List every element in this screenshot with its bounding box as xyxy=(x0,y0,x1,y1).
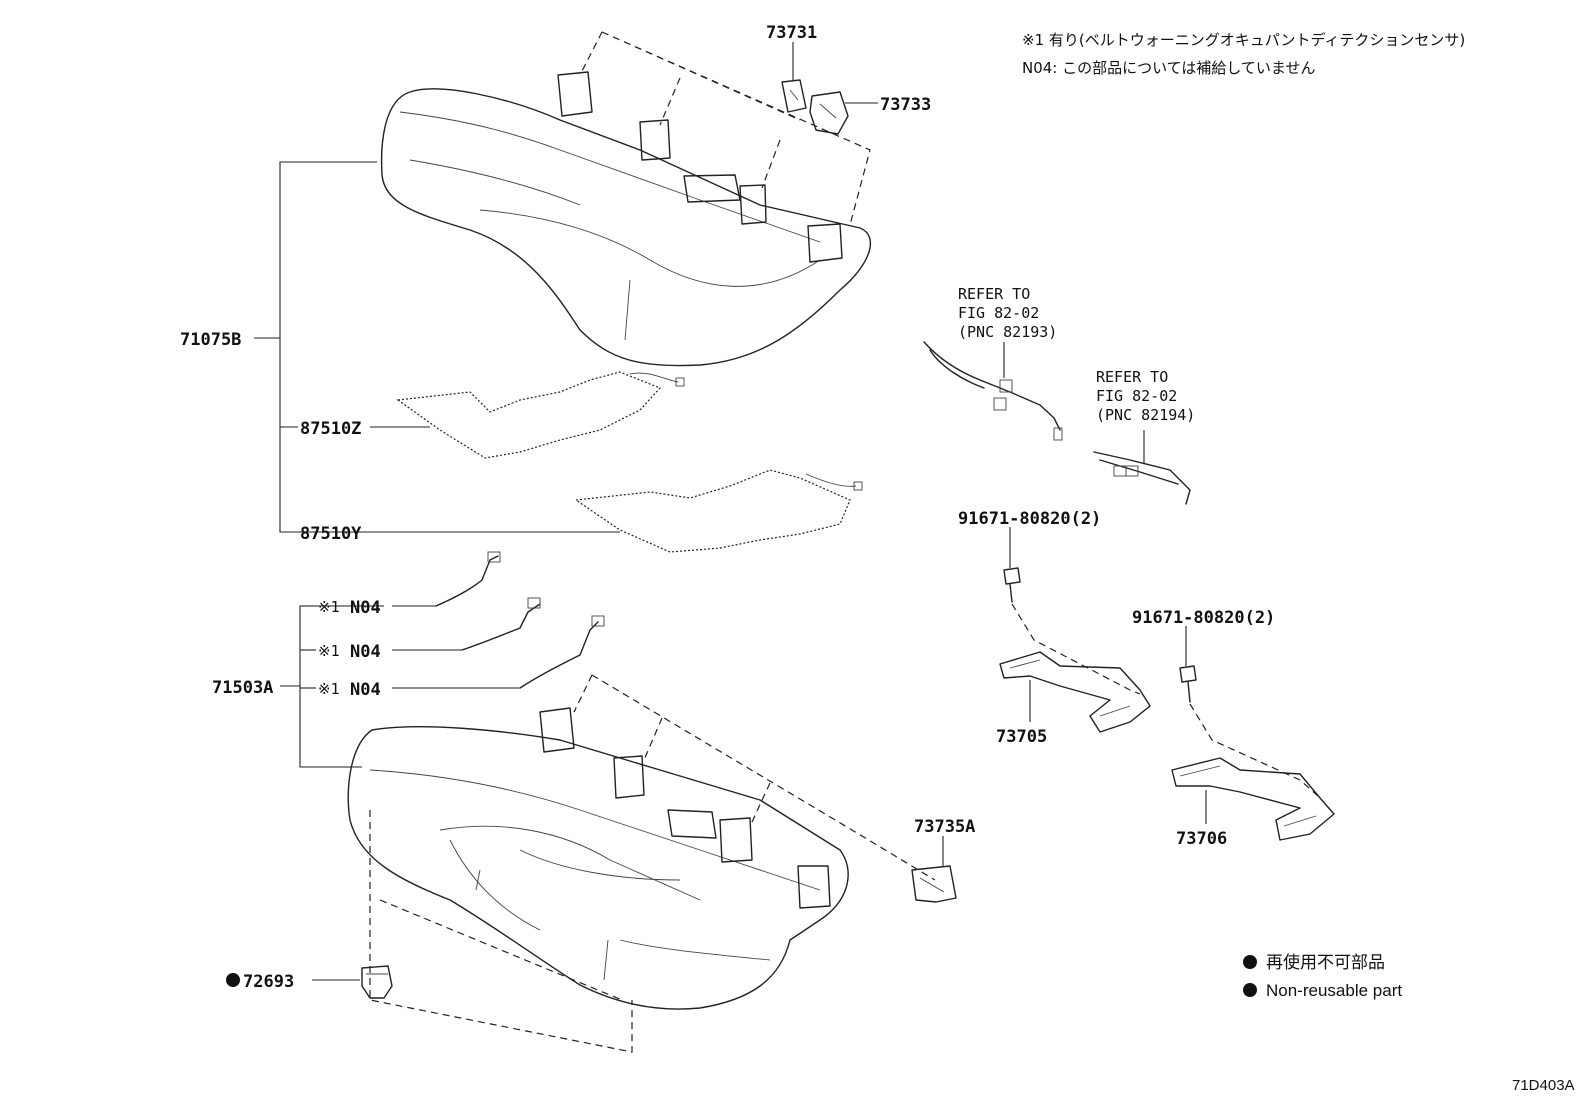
guide-73735A-illustration xyxy=(911,865,957,903)
heater-pad-87510Y-illustration xyxy=(574,469,863,553)
figure-code: 71D403A xyxy=(1512,1077,1575,1094)
n04-2-mark: ※1 xyxy=(318,642,340,660)
legend-bullet-en-icon xyxy=(1243,983,1257,997)
label-71075B: 71075B xyxy=(180,330,241,350)
wire-harness-82193-illustration xyxy=(923,341,1063,441)
legend-non-reusable-en: Non-reusable part xyxy=(1266,981,1402,1000)
clip-73731-illustration xyxy=(781,79,807,113)
bracket-73705-illustration xyxy=(999,651,1151,733)
wire-harness-82194-illustration xyxy=(1093,451,1191,505)
label-87510Z: 87510Z xyxy=(300,419,361,439)
note-n04-not-supplied: N04: この部品については補給していません xyxy=(1022,59,1315,77)
non-reusable-bullet-icon xyxy=(226,973,240,987)
label-87510Y: 87510Y xyxy=(300,524,362,544)
label-73733: 73733 xyxy=(880,95,931,115)
label-73735A: 73735A xyxy=(914,817,975,837)
ref-82193-line2: FIG 82-02 xyxy=(958,304,1039,322)
label-72693: 72693 xyxy=(243,972,294,992)
label-n04-2: N04 xyxy=(350,642,381,662)
label-73706: 73706 xyxy=(1176,829,1227,849)
ref-82194-line1: REFER TO xyxy=(1096,368,1168,386)
bolt-2-illustration xyxy=(1179,665,1197,703)
label-bolt-1: 91671-80820(2) xyxy=(958,509,1101,529)
seat-cushion-cover-illustration xyxy=(347,707,849,1010)
ref-82193-line3: (PNC 82193) xyxy=(958,323,1057,341)
ref-82194-line3: (PNC 82194) xyxy=(1096,406,1195,424)
n04-3-mark: ※1 xyxy=(318,680,340,698)
heater-pad-87510Z-illustration xyxy=(396,371,685,459)
label-73731: 73731 xyxy=(766,23,817,43)
label-71503A: 71503A xyxy=(212,678,273,698)
wire-n04-3-illustration xyxy=(519,615,605,689)
bolt-1-illustration xyxy=(1003,567,1021,603)
label-n04-3: N04 xyxy=(350,680,381,700)
ref-82193-line1: REFER TO xyxy=(958,285,1030,303)
clip-72693-illustration xyxy=(361,965,393,999)
bracket-73706-illustration xyxy=(1171,757,1335,841)
label-n04-1: N04 xyxy=(350,598,381,618)
ref-82194-line2: FIG 82-02 xyxy=(1096,387,1177,405)
legend-bullet-jp-icon xyxy=(1243,955,1257,969)
seatback-cover-illustration xyxy=(380,71,871,367)
wire-n04-2-illustration xyxy=(461,597,541,651)
n04-1-mark: ※1 xyxy=(318,598,340,616)
label-bolt-2: 91671-80820(2) xyxy=(1132,608,1275,628)
wire-n04-1-illustration xyxy=(435,551,501,607)
label-73705: 73705 xyxy=(996,727,1047,747)
note-belt-warning: ※1 有り(ベルトウォーニングオキュパントディテクションセンサ) xyxy=(1022,31,1465,49)
retainer-73733-illustration xyxy=(809,91,849,135)
legend-non-reusable-jp: 再使用不可部品 xyxy=(1266,952,1385,972)
